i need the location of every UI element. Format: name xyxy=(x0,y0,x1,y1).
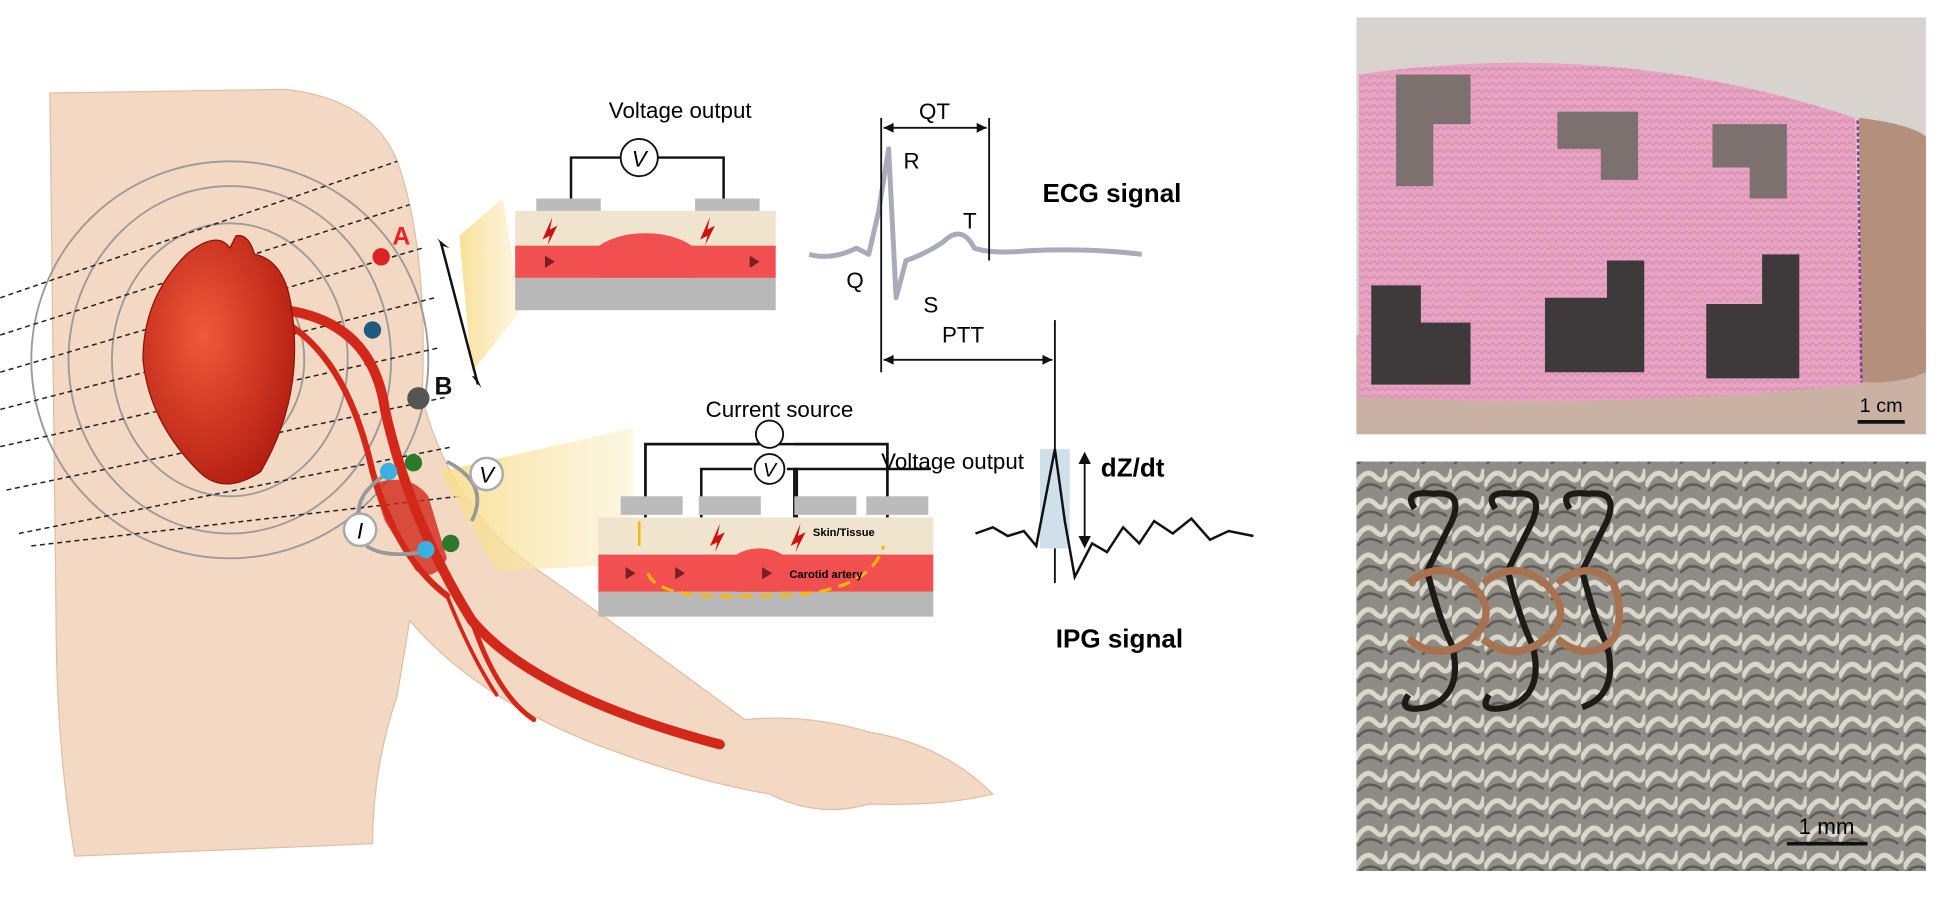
current-source-label: Current source xyxy=(706,397,854,422)
voltage-output-label: Voltage output xyxy=(609,98,753,123)
r-label: R xyxy=(904,149,920,174)
ipg-signal-title: IPG signal xyxy=(1056,624,1183,654)
current-source-icon xyxy=(754,419,785,449)
voltmeter-symbol: V xyxy=(763,459,778,481)
electrode-dot xyxy=(441,534,460,553)
electrode-b-dot xyxy=(407,387,430,410)
current-symbol: I xyxy=(357,518,363,543)
voltage-symbol: V xyxy=(479,463,496,488)
beam-top xyxy=(459,198,522,373)
voltmeter-icon xyxy=(753,453,786,485)
voltmeter-icon xyxy=(469,456,505,492)
s-label: S xyxy=(923,293,938,318)
knit-photo: 1 mm xyxy=(1356,461,1926,871)
textile-electrodes xyxy=(1396,74,1787,199)
knit-scale-label: 1 mm xyxy=(1799,814,1855,839)
ptt-label: PTT xyxy=(942,322,985,347)
ecg-sensor-schematic: Voltage output V xyxy=(515,98,776,311)
electrode-dot xyxy=(417,540,435,559)
sleeve-scale-label: 1 cm xyxy=(1860,395,1903,417)
voltmeter-icon xyxy=(619,138,659,178)
ecg-waveform: QT R T Q S PTT ECG signal xyxy=(808,99,1181,584)
carotid-artery-label: Carotid artery xyxy=(789,569,863,581)
electrode-dot xyxy=(404,454,423,472)
point-b-label: B xyxy=(435,374,453,401)
electrode-dot xyxy=(379,462,398,481)
q-label: Q xyxy=(846,268,863,293)
electrode-dot xyxy=(363,321,382,339)
field-contours xyxy=(30,160,430,560)
ipg-waveform: dZ/dt IPG signal xyxy=(975,448,1254,654)
ecg-signal-title: ECG signal xyxy=(1042,178,1181,208)
qt-label: QT xyxy=(919,99,950,124)
t-label: T xyxy=(963,208,977,233)
dz-dt-label: dZ/dt xyxy=(1101,452,1165,482)
ipg-sensor-schematic: Current source V Voltage output Skin/Tis… xyxy=(598,397,1025,617)
voltmeter-symbol: V xyxy=(632,146,649,171)
current-source-icon xyxy=(342,512,378,548)
heart-icon xyxy=(142,234,296,485)
torso-arm-skin xyxy=(49,88,995,857)
distance-arrow xyxy=(439,241,480,385)
sleeve-photo: 1 cm xyxy=(1356,17,1926,435)
electrode-a-dot xyxy=(372,248,390,266)
point-a-label: A xyxy=(392,223,410,250)
body-illustration: A B V I xyxy=(0,88,995,857)
voltage-output-label: Voltage output xyxy=(881,449,1025,474)
skin-tissue-label: Skin/Tissue xyxy=(813,527,875,539)
